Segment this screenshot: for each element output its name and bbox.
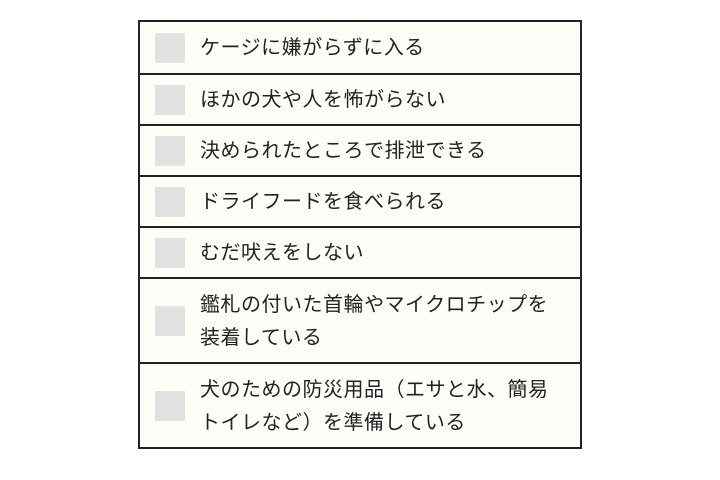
checklist-item-label: 決められたところで排泄できる — [200, 138, 487, 162]
checkbox[interactable] — [155, 237, 185, 268]
checklist-item-label: ケージに嫌がらずに入る — [200, 35, 425, 59]
checklist: ケージに嫌がらずに入る ほかの犬や人を怖がらない 決められたところで排泄できる … — [138, 20, 582, 449]
checkbox[interactable] — [155, 305, 185, 336]
checklist-item[interactable]: ほかの犬や人を怖がらない — [140, 73, 580, 124]
checklist-item[interactable]: 犬のための防災用品（エサと水、簡易 トイレなど）を準備している — [140, 362, 580, 447]
checklist-item[interactable]: ドライフードを食べられる — [140, 175, 580, 226]
label-line: 鑑札の付いた首輪やマイクロチップを — [200, 291, 549, 316]
checklist-item[interactable]: ケージに嫌がらずに入る — [140, 22, 580, 73]
checklist-item-label: ドライフードを食べられる — [200, 189, 446, 213]
checklist-item-label: 犬のための防災用品（エサと水、簡易 トイレなど）を準備している — [200, 373, 549, 439]
checklist-item[interactable]: 決められたところで排泄できる — [140, 124, 580, 175]
checkbox[interactable] — [155, 135, 185, 166]
label-line: 犬のための防災用品（エサと水、簡易 — [200, 376, 549, 401]
checklist-item[interactable]: 鑑札の付いた首輪やマイクロチップを 装着している — [140, 277, 580, 362]
checkbox[interactable] — [155, 186, 185, 217]
checkbox[interactable] — [155, 32, 185, 63]
label-line: トイレなど）を準備している — [200, 409, 466, 434]
label-line: 装着している — [200, 324, 323, 349]
checklist-item[interactable]: むだ吠えをしない — [140, 226, 580, 277]
checklist-item-label: むだ吠えをしない — [200, 240, 364, 264]
checklist-item-label: 鑑札の付いた首輪やマイクロチップを 装着している — [200, 288, 548, 354]
checklist-item-label: ほかの犬や人を怖がらない — [200, 87, 446, 111]
checkbox[interactable] — [155, 84, 185, 115]
checkbox[interactable] — [155, 390, 185, 421]
